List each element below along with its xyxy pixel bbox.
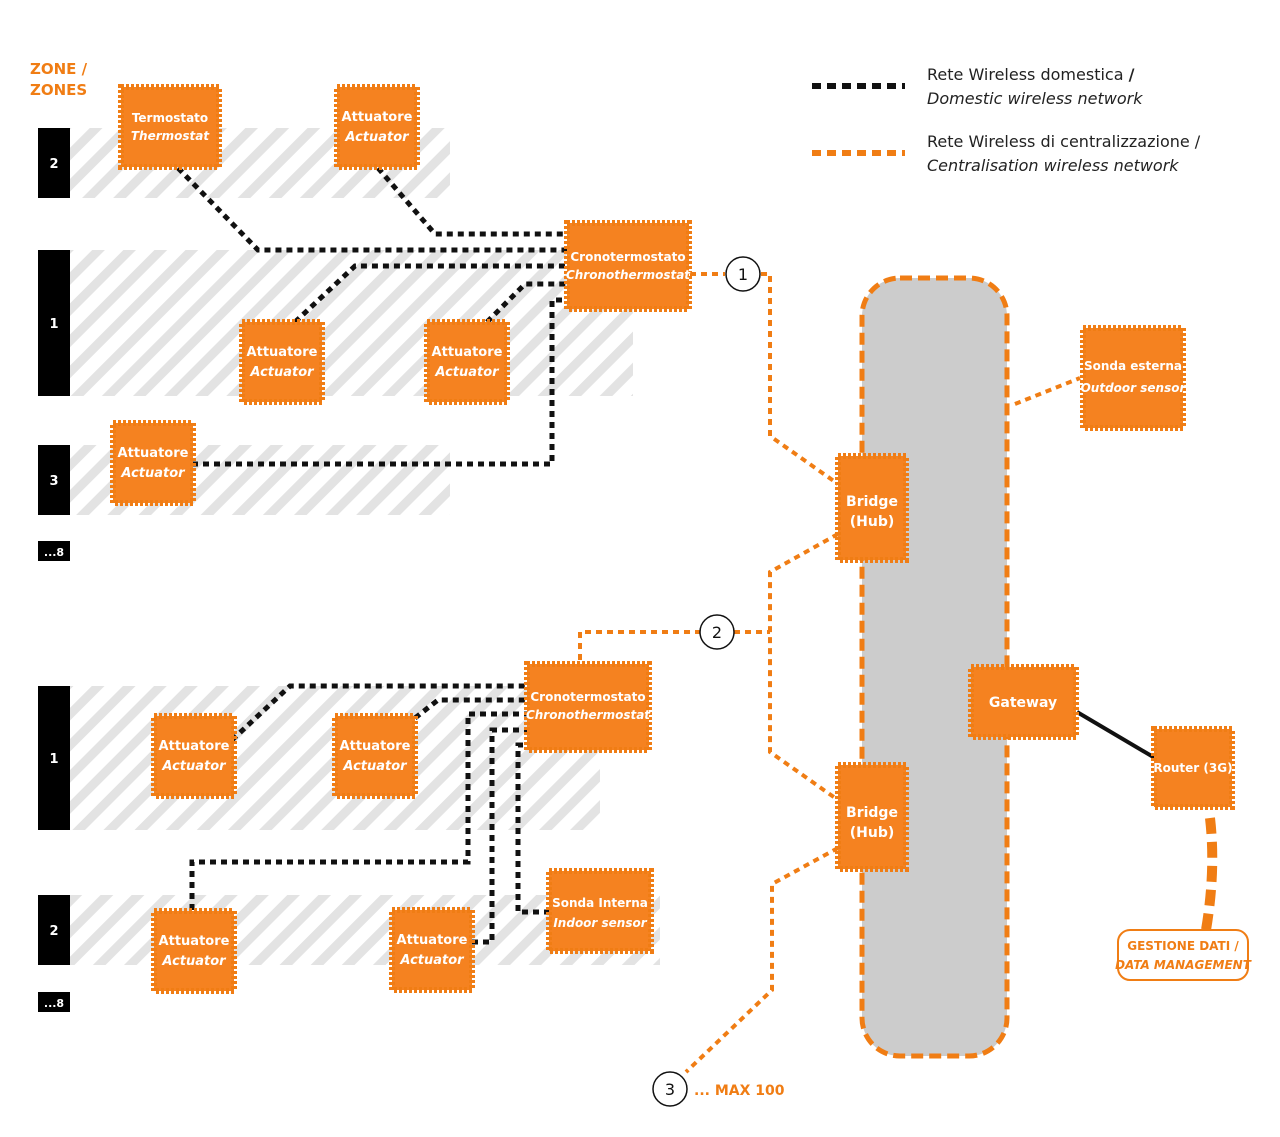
svg-text:Attuatore: Attuatore: [432, 345, 503, 360]
svg-text:Attuatore: Attuatore: [340, 739, 411, 754]
svg-text:Outdoor sensor: Outdoor sensor: [1081, 381, 1187, 395]
router-node: Router (3G): [1151, 726, 1235, 810]
svg-text:Actuator: Actuator: [249, 365, 315, 380]
svg-text:Termostato: Termostato: [132, 111, 208, 125]
link-g2-indoor-chrono: [515, 742, 550, 915]
zone-marker-g2-z2: [38, 895, 70, 965]
link-g2-actuator-z1a-chrono: [230, 683, 528, 742]
svg-text:Actuator: Actuator: [120, 466, 186, 481]
network-circle-3-label: 3: [665, 1080, 675, 1099]
svg-text:Actuator: Actuator: [342, 759, 408, 774]
thermostat-node: Termostato Thermostat: [118, 84, 222, 170]
svg-text:DATA MANAGEMENT: DATA MANAGEMENT: [1115, 958, 1252, 972]
actuator-g2-z2b-node: Attuatore Actuator: [389, 907, 475, 993]
gateway-node: Gateway: [968, 664, 1079, 740]
zone-num-g2-z2: 2: [49, 924, 58, 939]
svg-text:Actuator: Actuator: [434, 365, 500, 380]
actuator-z1b-node: Attuatore Actuator: [424, 319, 510, 405]
zone-marker-g1-z3: [38, 445, 70, 515]
svg-text:Attuatore: Attuatore: [159, 739, 230, 754]
svg-text:Attuatore: Attuatore: [247, 345, 318, 360]
actuator-z1a-node: Attuatore Actuator: [239, 319, 325, 405]
zone-band-g1-z1: [70, 250, 633, 396]
svg-text:(Hub): (Hub): [850, 825, 895, 841]
zone-num-g2-z1: 1: [49, 752, 58, 767]
svg-text:Gateway: Gateway: [989, 695, 1057, 711]
svg-text:(Hub): (Hub): [850, 514, 895, 530]
svg-text:Cronotermostato: Cronotermostato: [530, 690, 645, 704]
actuator-g2-z1b-node: Attuatore Actuator: [332, 713, 418, 799]
link-chrono2-circle2: [578, 630, 700, 660]
max-devices-label: ... MAX 100: [694, 1083, 785, 1099]
zone-num-g1-z1: 1: [49, 317, 58, 332]
legend-domestic-it: Rete Wireless domestica /: [927, 65, 1135, 84]
legend-domestic-en: Domestic wireless network: [927, 89, 1143, 108]
svg-text:Cronotermostato: Cronotermostato: [570, 250, 685, 264]
svg-text:Thermostat: Thermostat: [131, 129, 211, 143]
svg-text:Bridge: Bridge: [846, 494, 898, 510]
chrono-node-1: Cronotermostato Chronothermostat: [564, 220, 692, 312]
legend-central-it: Rete Wireless di centralizzazione /: [927, 132, 1201, 151]
svg-text:Sonda esterna: Sonda esterna: [1084, 359, 1182, 373]
zone-marker-g1-z1: [38, 250, 70, 396]
link-circle1-bridge-top: [761, 272, 840, 486]
svg-text:Attuatore: Attuatore: [397, 933, 468, 948]
svg-text:Actuator: Actuator: [161, 954, 227, 969]
outdoor-sensor-node: Sonda esterna Outdoor sensor: [1080, 325, 1187, 431]
zone-marker-g2-z1: [38, 686, 70, 830]
link-outdoor-column: [1014, 376, 1081, 406]
svg-text:Chronothermostat: Chronothermostat: [566, 268, 691, 282]
zone-marker-g2-more: [38, 992, 70, 1012]
actuator-top-node: Attuatore Actuator: [334, 84, 420, 170]
indoor-sensor-node: Sonda Interna Indoor sensor: [546, 868, 654, 954]
network-circle-3: [652, 1071, 688, 1107]
svg-text:Actuator: Actuator: [399, 953, 465, 968]
zone-marker-g1-z2: [38, 128, 70, 198]
svg-text:Sonda Interna: Sonda Interna: [552, 896, 648, 910]
bridge-top-node: Bridge (Hub): [835, 453, 909, 563]
svg-text:Indoor sensor: Indoor sensor: [553, 916, 647, 930]
zone-num-g1-z3: 3: [49, 474, 58, 489]
network-circle-1-label: 1: [738, 265, 748, 284]
link-bridge-bottom-circle3: [684, 846, 839, 1074]
link-g2-actuator-z1b-chrono: [413, 697, 528, 720]
svg-text:Actuator: Actuator: [161, 759, 227, 774]
zone-num-g1-z2: 2: [49, 157, 58, 172]
svg-text:Attuatore: Attuatore: [159, 934, 230, 949]
zones-label-line1: ZONE /: [30, 60, 88, 78]
svg-text:Attuatore: Attuatore: [342, 110, 413, 125]
legend-central-en: Centralisation wireless network: [927, 156, 1179, 175]
data-management-badge: GESTIONE DATI / DATA MANAGEMENT: [1115, 929, 1252, 981]
actuator-g2-z1a-node: Attuatore Actuator: [151, 713, 237, 799]
zone-num-g1-more: ...8: [44, 546, 64, 559]
link-g2-actuator-z2a-chrono: [189, 711, 528, 910]
link-thermostat-chrono: [176, 166, 568, 253]
actuator-z3-node: Attuatore Actuator: [110, 420, 196, 506]
actuator-g2-z2a-node: Attuatore Actuator: [151, 908, 237, 994]
svg-text:Bridge: Bridge: [846, 805, 898, 821]
svg-text:Router (3G): Router (3G): [1153, 761, 1232, 775]
svg-text:Chronothermostat: Chronothermostat: [526, 708, 651, 722]
network-circle-2-label: 2: [712, 623, 722, 642]
link-actuator-z1a-chrono: [293, 263, 568, 324]
bridge-bottom-node: Bridge (Hub): [835, 762, 909, 872]
link-gateway-router: [1075, 710, 1157, 760]
chrono-node-2: Cronotermostato Chronothermostat: [524, 661, 652, 753]
link-router-data: [1201, 817, 1218, 931]
zone-num-g2-more: ...8: [44, 997, 64, 1010]
zones-label-line2: ZONES: [30, 81, 87, 99]
link-circle2-bridges: [768, 532, 840, 802]
link-actuator-z3-chrono: [192, 297, 568, 467]
zone-marker-g1-more: [38, 541, 70, 561]
svg-text:Attuatore: Attuatore: [118, 446, 189, 461]
link-g2-actuator-z2b-chrono: [472, 727, 528, 945]
svg-text:Actuator: Actuator: [344, 130, 410, 145]
svg-text:GESTIONE DATI /: GESTIONE DATI /: [1127, 939, 1239, 953]
link-actuator-z1b-chrono: [485, 281, 568, 324]
network-circle-2: [699, 614, 735, 650]
network-circle-1: [725, 256, 761, 292]
